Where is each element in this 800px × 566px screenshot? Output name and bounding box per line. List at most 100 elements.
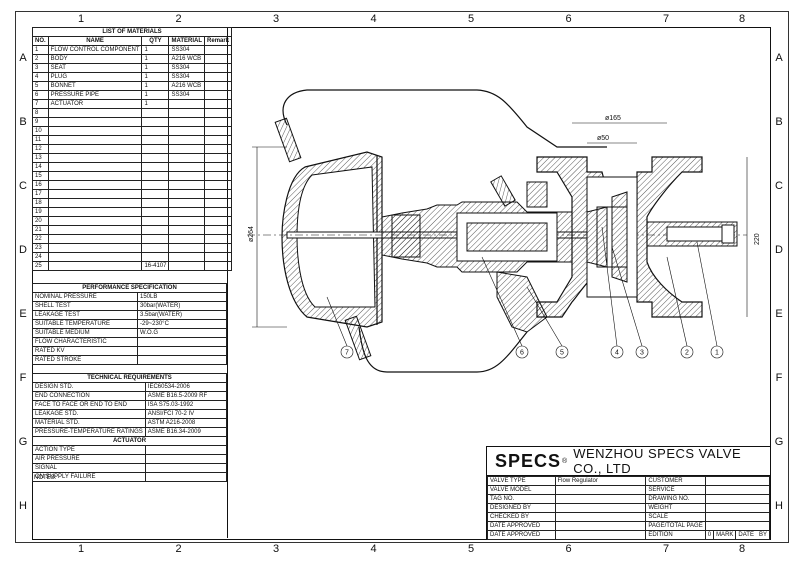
edition-label: EDITION [645,530,706,540]
materials-cell-no: 11 [32,135,49,145]
materials-cell-name [47,198,143,208]
materials-row: 23 [32,243,233,253]
dim-264: ø264 [248,226,255,242]
balloon-leader-7 [326,296,348,347]
zone-row-G-right: G [774,436,784,448]
actuator-key: AIR PRESSURE [32,454,146,464]
pressure-pipe-bottom [358,326,528,373]
title-fields: VALVE TYPE Flow Regulator CUSTOMER VALVE… [487,476,771,540]
technical-key: DESIGN STD. [32,382,146,392]
materials-cell-material [168,180,206,190]
technical-value: ASME B16.5-2009 RF [144,391,228,401]
materials-cell-qty: 1 [141,45,170,55]
designed-label: DESIGNED BY [487,503,556,513]
date2-label: DATE APPROVED [487,530,556,540]
materials-row: 11 [32,135,233,145]
zone-row-E-right: E [775,308,783,320]
materials-cell-no: 15 [32,171,49,181]
materials-cell-qty [141,126,170,136]
materials-cell-name [47,135,143,145]
balloon-label-5: 5 [560,350,564,357]
performance-key: FLOW CHARACTERISTIC [32,337,138,347]
materials-row: 17 [32,189,233,199]
zone-row-B-left: B [19,116,27,128]
materials-cell-name [47,189,143,199]
materials-cell-material [168,207,206,217]
performance-value: W.O.G [137,328,227,338]
zone-row-A-left: A [19,52,27,64]
materials-cell-name [47,243,143,253]
performance-value: 30bar(WATER) [137,301,227,311]
materials-cell-no: 12 [32,144,49,154]
actuator-value [144,445,228,455]
zone-row-F-right: F [775,372,783,384]
materials-cell-material: SS304 [168,72,206,82]
materials-cell-no: 1 [32,45,49,55]
zone-col-7-top: 7 [662,13,670,25]
fitting-bottom [344,315,372,361]
materials-cell-material [168,108,206,118]
performance-key: LEAKAGE TEST [32,310,138,320]
materials-cell-material [168,99,206,109]
date-label: DATE [738,532,754,538]
materials-cell-no: 24 [32,252,49,262]
balloon-leader-6 [481,256,523,347]
materials-cell-material: A216 WCB [168,54,206,64]
materials-cell-name [47,108,143,118]
materials-cell-material: SS304 [168,63,206,73]
balloon-label-7: 7 [345,350,349,357]
technical-key: PRESSURE-TEMPERATURE RATINGS [32,427,146,437]
materials-cell-name: FLOW CONTROL COMPONENT [47,45,143,55]
performance-key: NOMINAL PRESSURE [32,292,138,302]
reg-mark: ® [562,457,568,465]
balloon-label-6: 6 [520,350,524,357]
materials-row: 24 [32,252,233,262]
materials-cell-no: 13 [32,153,49,163]
materials-cell-material [168,135,206,145]
materials-cell-name: ACTUATOR [47,99,143,109]
materials-cell-name: SEAT [47,63,143,73]
materials-row: 21 [32,225,233,235]
materials-cell-no: 14 [32,162,49,172]
notes-label: NOTES: [34,475,57,481]
materials-cell-material [168,171,206,181]
balloon-1 [710,345,724,359]
valve-model-label: VALVE MODEL [487,485,556,495]
performance-key: SUITABLE MEDIUM [32,328,138,338]
balloon-5 [555,345,569,359]
materials-row: 18 [32,198,233,208]
weight-label: WEIGHT [645,503,706,513]
materials-cell-material: SS304 [168,45,206,55]
edition-value: 0 [704,530,715,540]
zone-row-D-left: D [19,244,27,256]
zone-col-6-top: 6 [565,13,572,25]
materials-cell-name [47,225,143,235]
materials-cell-no: 10 [32,126,49,136]
technical-key: END CONNECTION [32,391,146,401]
materials-cell-no: 18 [32,198,49,208]
zone-col-3-top: 3 [272,13,280,25]
performance-value [137,346,227,356]
scale-label: SCALE [645,512,706,522]
actuator-key: ACTION TYPE [32,445,146,455]
materials-cell-name: PLUG [47,72,143,82]
materials-cell-name: BONNET [47,81,143,91]
materials-cell-name [47,207,143,217]
zone-row-H-right: H [775,499,783,512]
materials-cell-no: 7 [32,99,49,109]
actuator-value [144,454,228,464]
zone-row-G-left: G [18,436,28,448]
mark-label: MARK [713,530,737,540]
by-label: BY [758,532,767,538]
materials-cell-name [47,117,143,127]
zone-col-4-top: 4 [370,13,377,25]
materials-cell-qty: 1 [141,72,170,82]
performance-value [137,355,227,365]
title-block: SPECS ® WENZHOU SPECS VALVE CO., LTD VAL… [486,446,771,540]
materials-cell-qty [141,108,170,118]
